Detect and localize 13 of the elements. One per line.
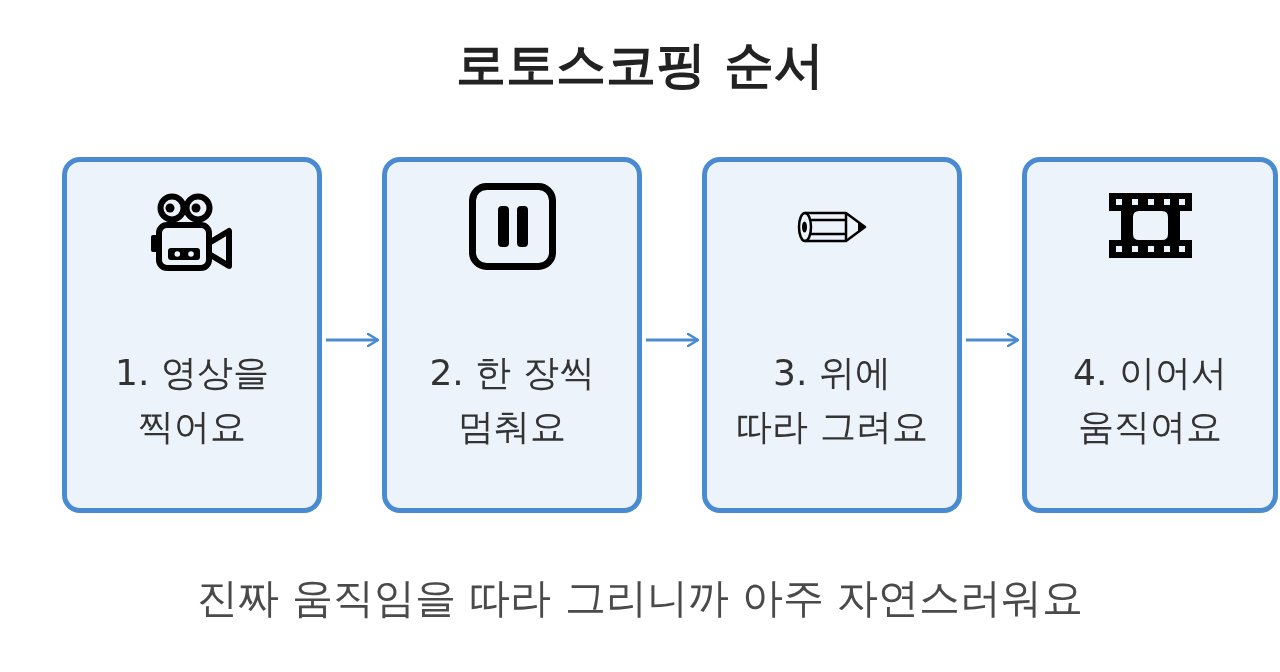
step-label: 4. 이어서 움직여요: [1073, 351, 1227, 449]
step-box: [1022, 157, 1278, 513]
caption: 진짜 움직임을 따라 그리니까 아주 자연스러워요: [197, 573, 1083, 624]
title: 로토스코핑 순서: [456, 35, 824, 96]
arrow: [966, 332, 1020, 348]
step-box: [382, 157, 642, 513]
step-label: 2. 한 장씩 멈춰요: [429, 351, 595, 449]
arrow: [326, 332, 380, 348]
step-box: [702, 157, 962, 513]
step-label: 3. 위에 따라 그려요: [736, 351, 928, 449]
step-label: 1. 영상을 찍어요: [115, 351, 269, 449]
step-box: [62, 157, 322, 513]
arrow: [646, 332, 700, 348]
